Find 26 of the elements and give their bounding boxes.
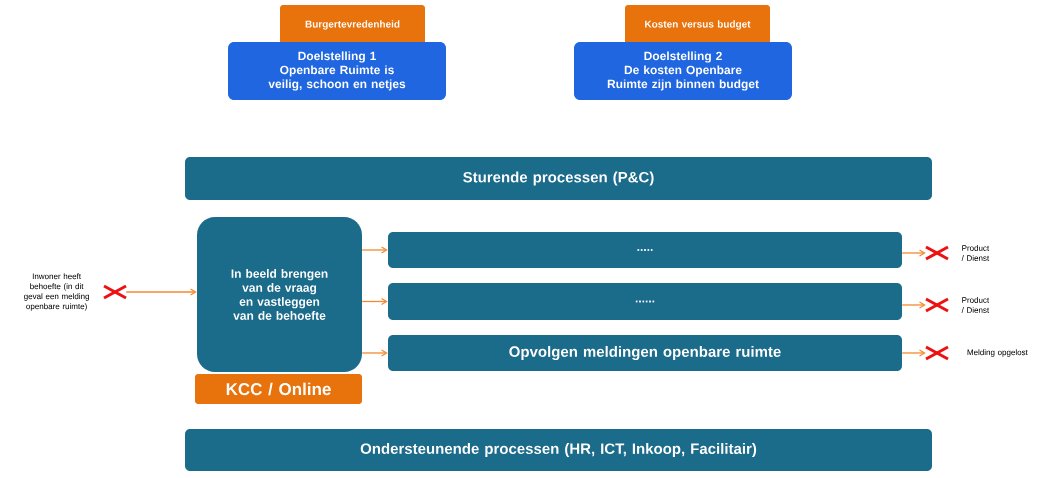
cross-mark xyxy=(925,245,949,261)
process-bar: Ondersteunende processen (HR, ICT, Inkoop, Facilitair) xyxy=(185,429,932,471)
cross-mark xyxy=(925,297,949,313)
arrow xyxy=(901,349,926,357)
cross-mark xyxy=(925,345,949,361)
process-bar: Opvolgen meldingen openbare ruimte xyxy=(388,335,902,371)
arrow xyxy=(361,349,388,357)
process-bar: ..... xyxy=(388,232,902,268)
process-bar: Sturende processen (P&C) xyxy=(185,157,932,200)
tab-label: Kosten versus budget xyxy=(625,5,770,45)
beside-text: Product / Dienst xyxy=(961,245,990,261)
cross-mark xyxy=(103,284,127,300)
arrow xyxy=(901,249,926,257)
goal-box: Doelstelling 2 De kosten Openbare Ruimte zijn binnen budget xyxy=(574,42,792,100)
tab-label: KCC / Online xyxy=(195,374,362,404)
process-box: In beeld brengen van de vraag en vastleggen van de behoefte xyxy=(197,217,362,372)
beside-text: Melding opgelost xyxy=(967,349,1028,357)
arrow xyxy=(901,301,926,309)
tab-label: Burgertevredenheid xyxy=(280,5,425,45)
arrow xyxy=(361,297,388,306)
beside-text: Product / Dienst xyxy=(961,297,990,313)
arrow xyxy=(125,288,197,296)
goal-box: Doelstelling 1 Openbare Ruimte is veilig, schoon en netjes xyxy=(228,42,446,100)
arrow xyxy=(361,246,388,254)
beside-text: Inwoner heeft behoefte (in dit geval een melding openbare ruimte) xyxy=(24,273,89,311)
process-bar: ...... xyxy=(388,283,902,320)
